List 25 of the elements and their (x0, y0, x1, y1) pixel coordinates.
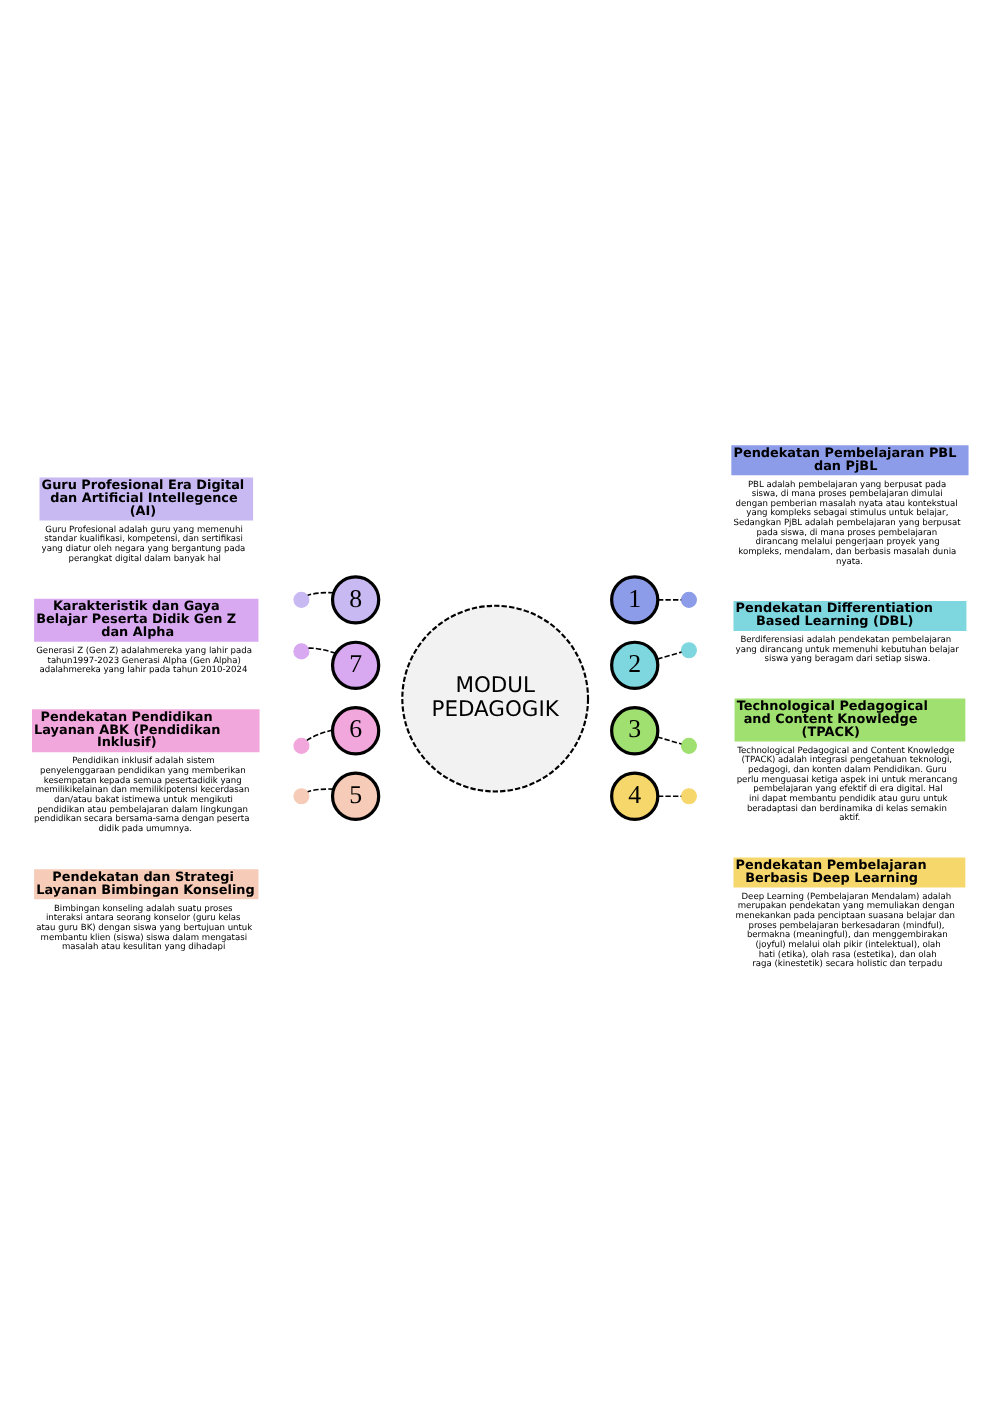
node-circle (680, 787, 697, 804)
node-circle: 8 (330, 574, 381, 624)
node-circle: 5 (330, 770, 381, 820)
connector (657, 794, 682, 797)
node-circle (293, 642, 310, 659)
node-circle (293, 736, 310, 753)
connector (306, 728, 334, 741)
connector (656, 735, 683, 744)
node-circle (680, 736, 697, 753)
node-circle: 6 (330, 705, 381, 755)
node-circle (293, 590, 310, 607)
node-circle: 3 (610, 705, 660, 755)
node-circle: MODUL PEDAGOGIK (401, 603, 590, 792)
node-circle: 4 (610, 770, 660, 820)
connector (657, 598, 682, 600)
connector (656, 650, 683, 659)
node-circle: 2 (610, 639, 660, 689)
node-circle: 7 (330, 639, 381, 689)
node-circle: 1 (610, 574, 660, 624)
node-circle (680, 641, 697, 658)
node-circle (293, 787, 310, 804)
connector (306, 590, 335, 596)
connector (306, 787, 335, 792)
node-circle (680, 590, 697, 607)
connector (307, 646, 337, 654)
